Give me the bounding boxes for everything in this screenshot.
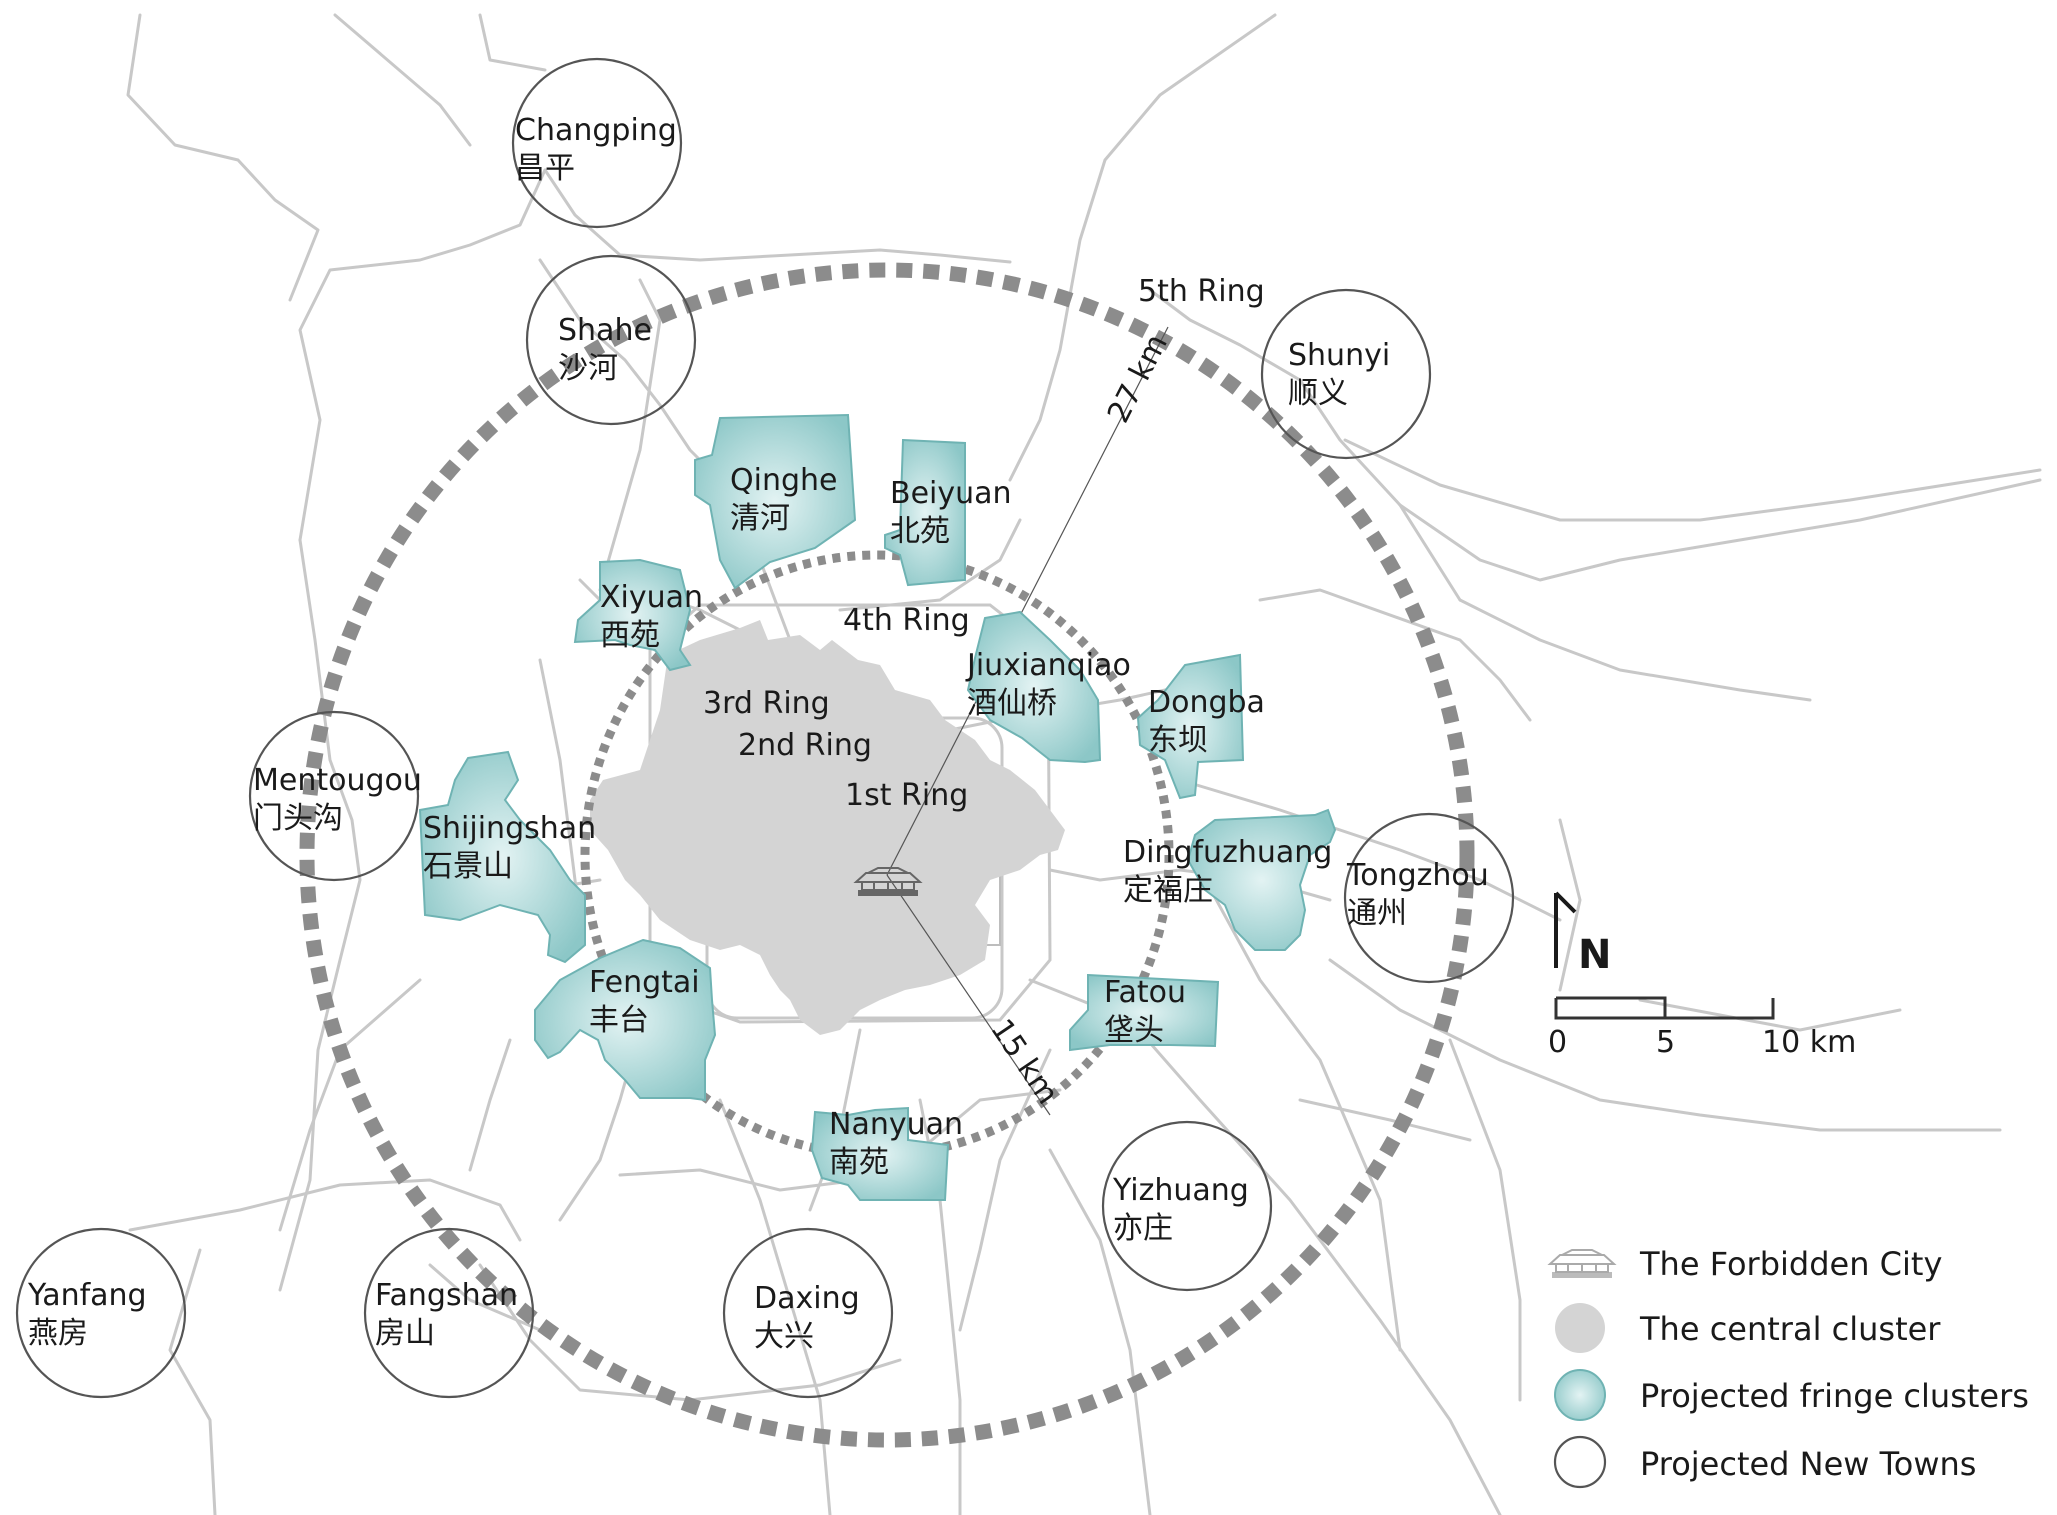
legend-label-forbidden-city: The Forbidden City	[1639, 1245, 1942, 1283]
north-label: N	[1578, 932, 1611, 978]
label-1st-ring: 1st Ring	[845, 778, 968, 813]
ring-road-4th	[580, 550, 1174, 1160]
fringe-cluster-qinghe	[694, 413, 857, 590]
label-fangshan-en: Fangshan	[375, 1278, 518, 1313]
ring-road-5th	[299, 262, 1475, 1448]
fringe-clusters	[418, 413, 1337, 1201]
label-shahe-en: Shahe	[558, 313, 652, 348]
new-town-shahe	[525, 254, 697, 426]
fringe-cluster-labels: Qinghe 清河 Beiyuan 北苑 Xiyuan 西苑 Jiuxianqi…	[423, 463, 1332, 1180]
fringe-cluster-fatou	[1069, 973, 1220, 1052]
fringe-cluster-jiuxianqiao	[966, 610, 1102, 764]
label-4th-ring: 4th Ring	[843, 603, 970, 638]
fringe-cluster-shijingshan	[418, 750, 586, 964]
fringe-cluster-beiyuan	[884, 438, 966, 587]
label-jiuxianqiao-en: Jiuxianqiao	[965, 648, 1131, 683]
label-yanfang-cn: 燕房	[28, 1316, 88, 1351]
scale-tick-5: 5	[1656, 1025, 1675, 1060]
label-changping-en: Changping	[515, 113, 677, 148]
new-town-changping	[511, 57, 683, 229]
label-qinghe-cn: 清河	[730, 501, 790, 536]
legend-central-cluster-swatch	[1555, 1303, 1605, 1353]
label-xiyuan-en: Xiyuan	[600, 580, 703, 615]
fringe-cluster-fengtai	[534, 938, 717, 1102]
label-yizhuang-cn: 亦庄	[1113, 1211, 1173, 1246]
label-5th-ring: 5th Ring	[1138, 274, 1265, 309]
radius-line-27km	[886, 326, 1169, 876]
label-nanyuan-en: Nanyuan	[829, 1107, 963, 1142]
label-dingfuzhuang-en: Dingfuzhuang	[1123, 835, 1332, 870]
label-fengtai-en: Fengtai	[589, 965, 700, 1000]
label-shunyi-cn: 顺义	[1288, 376, 1348, 411]
legend: The Forbidden City The central cluster P…	[1547, 1245, 2029, 1489]
label-distance-27km: 27 km	[1101, 329, 1175, 429]
new-town-yizhuang	[1101, 1120, 1273, 1292]
label-dongba-en: Dongba	[1148, 685, 1265, 720]
scale-bar: 0 5 10 km	[1548, 996, 1856, 1060]
label-yizhuang-en: Yizhuang	[1112, 1173, 1249, 1208]
label-mentougou-cn: 门头沟	[253, 801, 343, 836]
legend-label-new-towns: Projected New Towns	[1640, 1445, 1976, 1483]
fringe-cluster-nanyuan	[810, 1106, 950, 1201]
label-distance-15km: 15 km	[983, 1013, 1065, 1111]
fringe-cluster-dingfuzhuang	[1186, 808, 1337, 951]
legend-forbidden-city-icon	[1547, 1249, 1617, 1278]
central-cluster	[590, 620, 1065, 1035]
forbidden-city-icon	[853, 867, 923, 896]
new-town-shunyi	[1260, 288, 1432, 460]
label-tongzhou-en: Tongzhou	[1346, 858, 1489, 893]
label-daxing-cn: 大兴	[754, 1319, 814, 1354]
label-beiyuan-en: Beiyuan	[890, 476, 1012, 511]
label-yanfang-en: Yanfang	[27, 1278, 147, 1313]
fringe-cluster-xiyuan	[573, 558, 692, 672]
label-beiyuan-cn: 北苑	[890, 514, 950, 549]
label-fangshan-cn: 房山	[375, 1316, 435, 1351]
new-town-yanfang	[15, 1227, 187, 1399]
new-towns	[15, 57, 1515, 1399]
label-shijingshan-en: Shijingshan	[423, 811, 596, 846]
new-town-mentougou	[248, 710, 420, 882]
north-arrow: N	[1554, 891, 1611, 978]
label-shahe-cn: 沙河	[558, 351, 618, 386]
label-qinghe-en: Qinghe	[730, 463, 837, 498]
new-town-fangshan	[363, 1227, 535, 1399]
fringe-cluster-dongba	[1136, 653, 1245, 800]
legend-new-town-swatch	[1553, 1435, 1607, 1489]
new-town-daxing	[722, 1227, 894, 1399]
label-dongba-cn: 东坝	[1148, 723, 1208, 758]
label-fengtai-cn: 丰台	[589, 1003, 649, 1038]
label-2nd-ring: 2nd Ring	[738, 728, 872, 763]
label-dingfuzhuang-cn: 定福庄	[1123, 873, 1213, 908]
label-fatou-cn: 垡头	[1104, 1013, 1164, 1048]
legend-label-fringe-clusters: Projected fringe clusters	[1640, 1377, 2029, 1415]
label-daxing-en: Daxing	[754, 1281, 860, 1316]
label-changping-cn: 昌平	[515, 151, 575, 186]
scale-tick-0: 0	[1548, 1025, 1567, 1060]
label-fatou-en: Fatou	[1104, 975, 1186, 1010]
label-3rd-ring: 3rd Ring	[703, 686, 830, 721]
label-shijingshan-cn: 石景山	[423, 849, 513, 884]
label-shunyi-en: Shunyi	[1288, 338, 1390, 373]
label-xiyuan-cn: 西苑	[600, 618, 660, 653]
label-tongzhou-cn: 通州	[1347, 896, 1407, 931]
new-town-labels: Changping 昌平 Shahe 沙河 Shunyi 顺义 Mentougo…	[27, 113, 1489, 1354]
legend-label-central-cluster: The central cluster	[1639, 1310, 1941, 1348]
legend-fringe-cluster-swatch	[1554, 1369, 1606, 1421]
new-town-tongzhou	[1343, 812, 1515, 984]
label-mentougou-en: Mentougou	[253, 763, 422, 798]
scale-tick-10km: 10 km	[1762, 1025, 1856, 1060]
radius-line-15km	[886, 874, 1051, 1116]
north-arrow-head	[1554, 891, 1577, 914]
label-jiuxianqiao-cn: 酒仙桥	[967, 686, 1057, 721]
road-network	[126, 13, 2042, 1515]
label-nanyuan-cn: 南苑	[829, 1145, 889, 1180]
